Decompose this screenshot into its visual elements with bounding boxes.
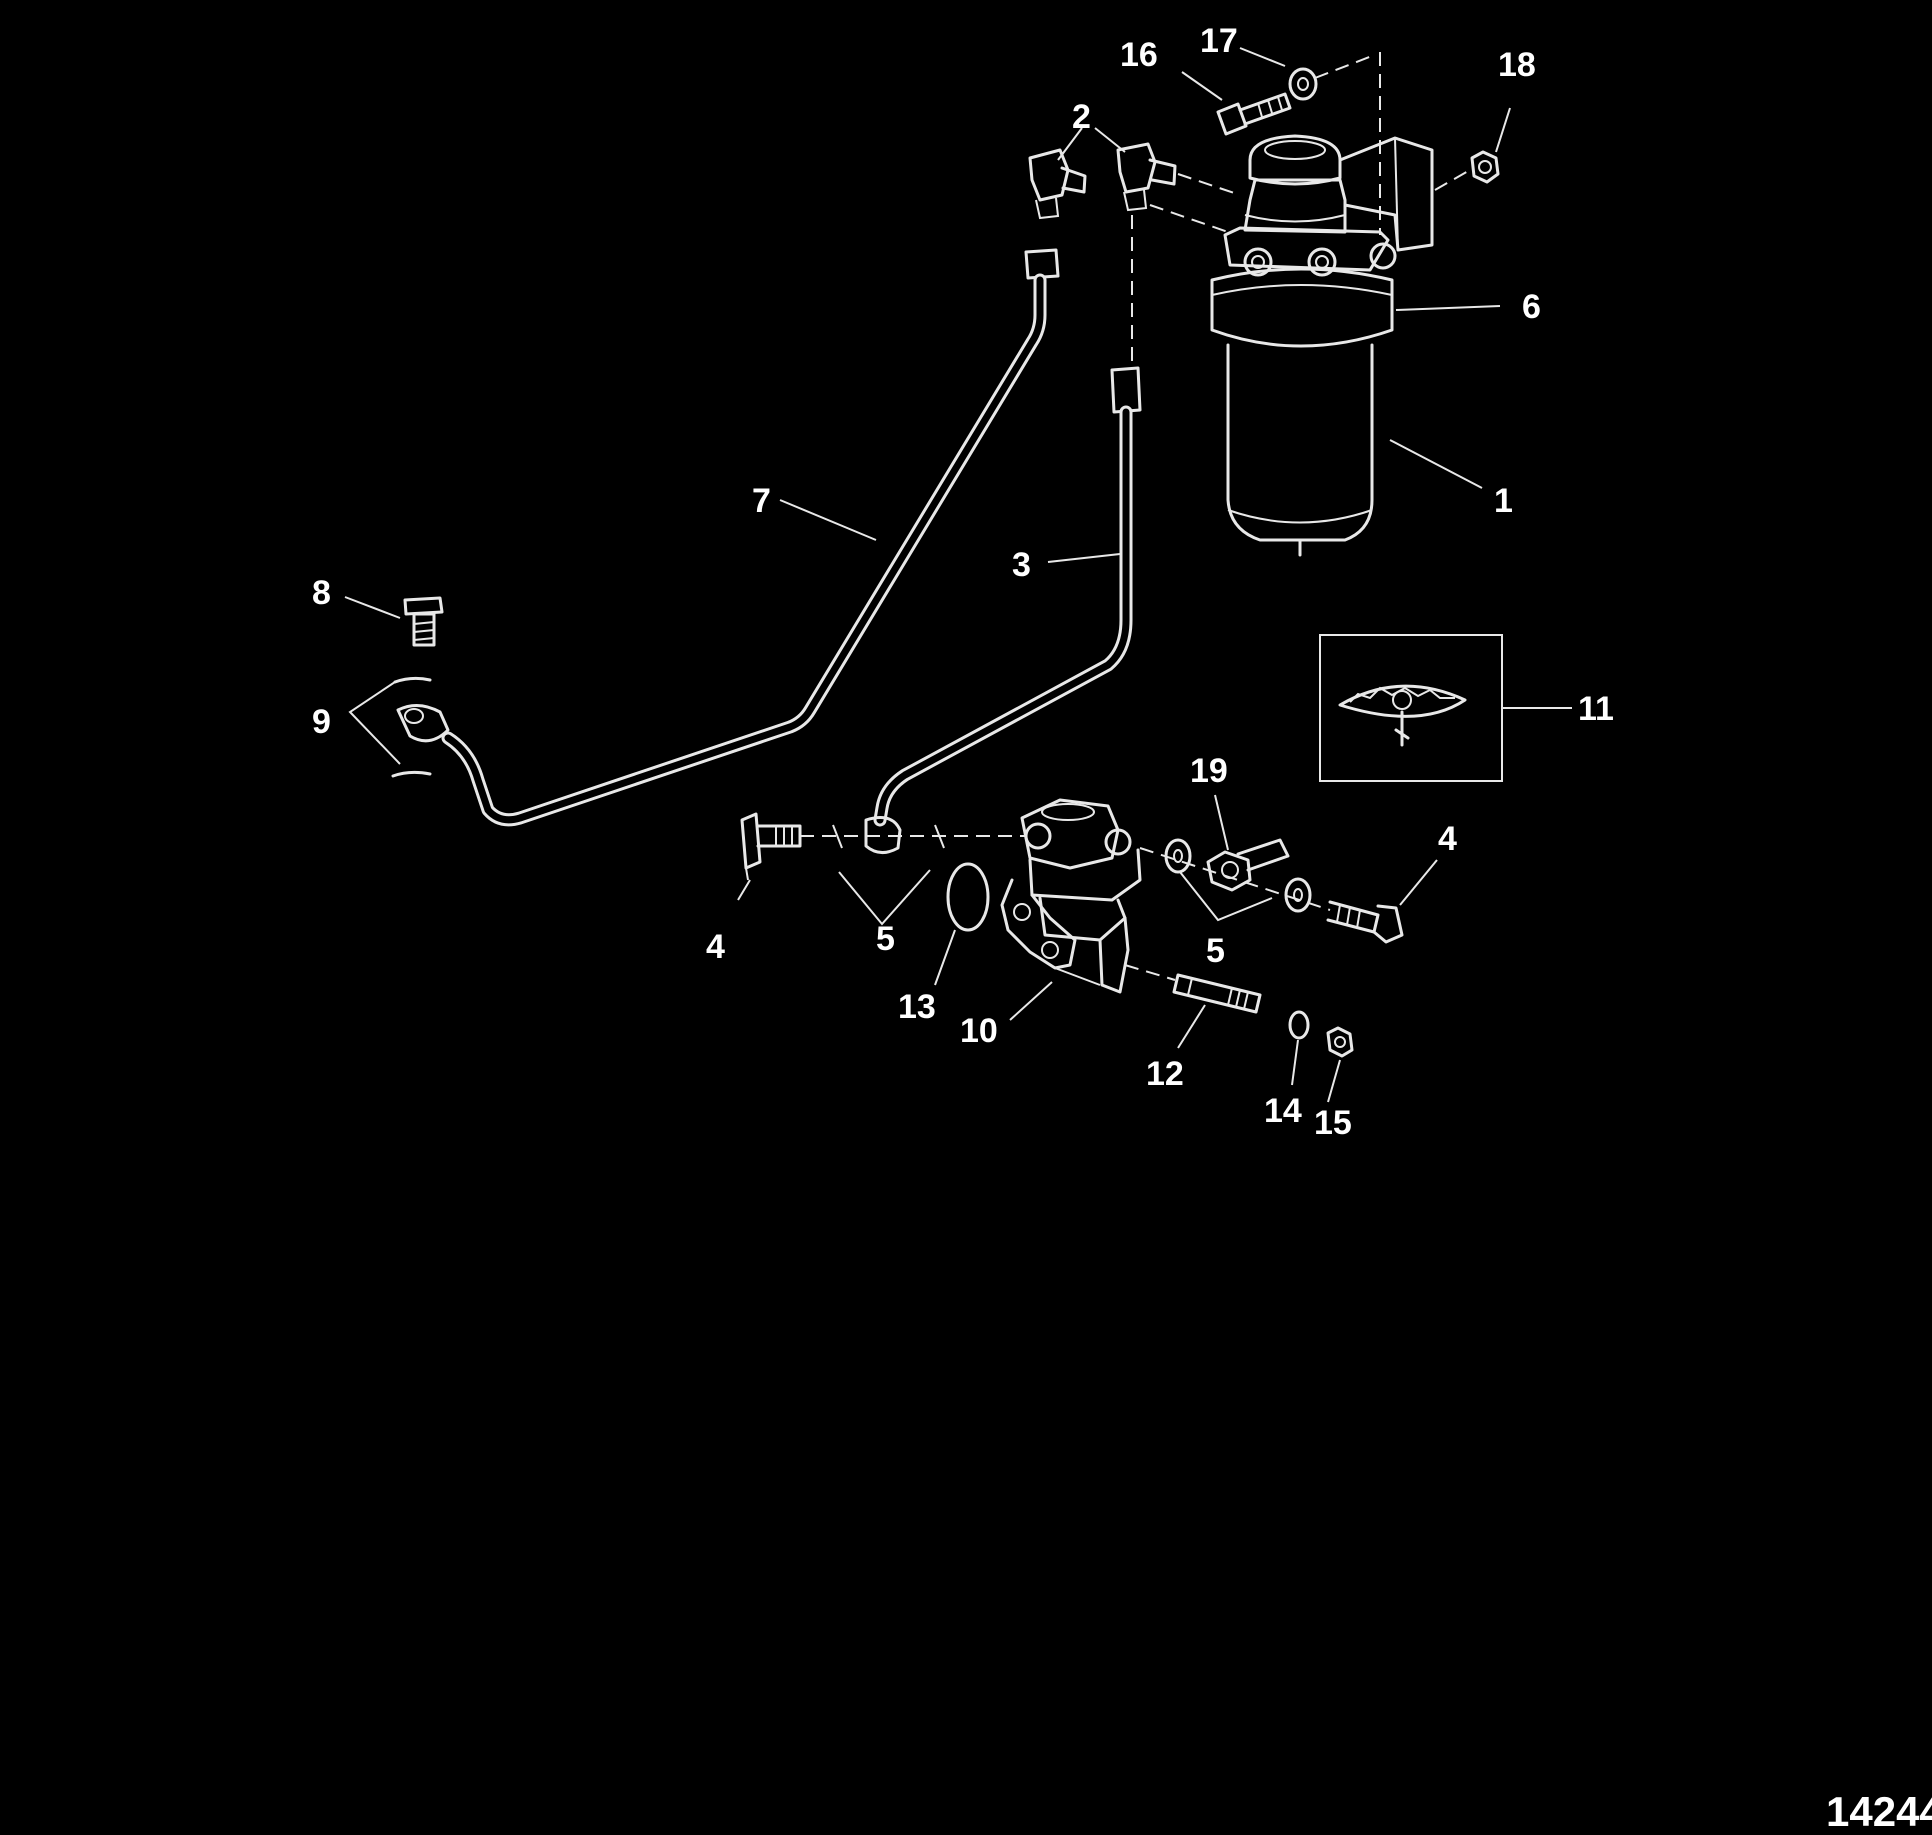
callout-12: 12	[1146, 1055, 1184, 1093]
washer-9-lower	[391, 770, 432, 778]
callout-13: 13	[898, 988, 936, 1026]
assembly-line-stud	[1124, 964, 1176, 981]
assembly-line-elbow-right	[1177, 173, 1241, 196]
stud-12	[1172, 973, 1262, 1014]
callout-4-left: 4	[706, 928, 725, 966]
callout-16: 16	[1120, 36, 1158, 74]
callout-15: 15	[1314, 1104, 1352, 1142]
callout-5-right: 5	[1206, 932, 1225, 970]
callout-8: 8	[312, 574, 331, 612]
banjo-bolt-4-right	[1326, 900, 1404, 944]
washer-5-left-b	[934, 824, 945, 849]
callout-18: 18	[1498, 46, 1536, 84]
washer-5-right-a	[1164, 838, 1192, 874]
washer-5-left-a	[832, 824, 843, 849]
washer-17	[1288, 67, 1318, 101]
fuel-filter-assembly	[1210, 134, 1434, 557]
assembly-line-nut	[1434, 169, 1471, 191]
fuel-line-7	[396, 248, 1060, 827]
callout-4-right: 4	[1438, 820, 1457, 858]
callout-19: 19	[1190, 752, 1228, 790]
washer-14	[1288, 1010, 1310, 1040]
washer-9-upper	[393, 676, 432, 684]
callout-6: 6	[1522, 288, 1541, 326]
callout-9: 9	[312, 703, 331, 741]
inset-box-11	[1319, 634, 1503, 782]
nut-18	[1470, 150, 1500, 184]
fuel-pump-10	[1000, 798, 1142, 994]
washer-5-right-b	[1284, 877, 1312, 913]
callout-labels: 1 2 3 4 4 5 5 6 7 8 9 10 11 12 13 14 15 …	[312, 22, 1614, 1142]
callout-10: 10	[960, 1012, 998, 1050]
assembly-line-mount	[1314, 55, 1373, 79]
callout-5-left: 5	[876, 920, 895, 958]
callout-3: 3	[1012, 546, 1031, 584]
leader-lines	[344, 47, 1572, 1103]
callout-17: 17	[1200, 22, 1238, 60]
mounting-screw-16	[1216, 92, 1292, 136]
assembly-line-pump-outlet	[1139, 847, 1331, 911]
banjo-bolt-4-left	[740, 812, 802, 881]
banjo-bolt-8	[403, 596, 444, 647]
callout-2: 2	[1072, 98, 1091, 136]
fuel-line-3	[864, 366, 1142, 854]
nut-15	[1326, 1026, 1354, 1058]
figure-number: 14244	[1826, 1788, 1932, 1835]
assembly-line-elbow-right-2	[1149, 204, 1229, 233]
callout-1: 1	[1494, 482, 1513, 520]
elbow-fitting-left	[1028, 148, 1087, 220]
callout-11: 11	[1578, 690, 1614, 728]
callout-7: 7	[752, 482, 771, 520]
banjo-fitting-19	[1206, 838, 1290, 892]
elbow-fitting-right	[1116, 142, 1177, 212]
o-ring-13	[946, 862, 990, 932]
callout-14: 14	[1264, 1092, 1302, 1130]
